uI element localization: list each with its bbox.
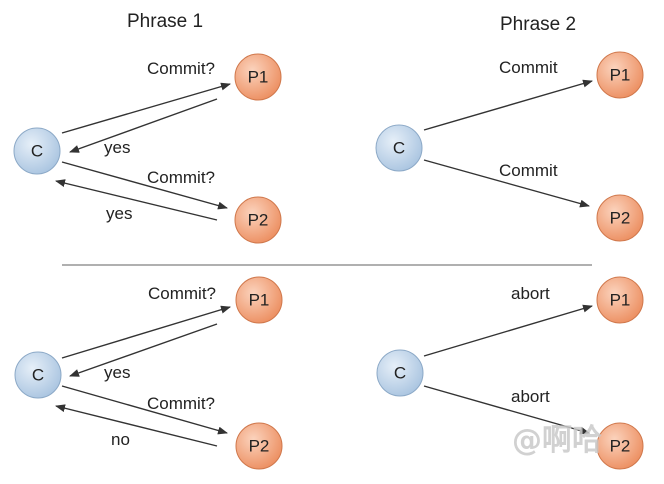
coordinator-node: C [375,124,423,172]
coordinator-label: C [31,142,43,161]
top-p2-reply-arrow [55,179,218,221]
top-p2-request-arrow [61,161,228,210]
top-p1-request-arrow [61,82,231,134]
top-p1-request-label: Commit? [147,59,215,78]
coordinator-label: C [394,364,406,383]
top-p1-decision-arrow [423,79,593,131]
participant2-node: P2 [596,422,644,470]
bottom-phase1: Commit? yes Commit? no C P1 P2 [14,276,283,470]
participant1-node: P1 [596,51,644,99]
participant2-label: P2 [249,437,270,456]
phase2-title: Phrase 2 [500,14,576,35]
top-p2-reply-label: yes [106,204,132,223]
participant2-node: P2 [235,422,283,470]
participant1-node: P1 [234,53,282,101]
bottom-p2-decision-arrow [423,385,590,435]
bottom-phase2: abort abort C P1 P2 [376,276,644,470]
participant2-label: P2 [248,211,269,230]
coordinator-node: C [13,127,61,175]
participant1-label: P1 [610,66,631,85]
bottom-p2-reply-arrow [55,404,218,447]
coordinator-node: C [376,349,424,397]
bottom-p2-reply-label: no [111,430,130,449]
top-phase1: Commit? yes Commit? yes C P1 P2 [13,53,282,244]
top-p1-reply-label: yes [104,138,130,157]
watermark: @啊哈 [512,423,602,458]
bottom-p1-request-arrow [61,305,231,359]
participant2-label: P2 [610,437,631,456]
bottom-p2-request-label: Commit? [147,394,215,413]
participant1-label: P1 [610,291,631,310]
bottom-p1-decision-arrow [423,304,593,357]
participant1-label: P1 [249,291,270,310]
bottom-p2-decision-label: abort [511,387,550,406]
participant2-node: P2 [596,194,644,242]
top-phase2: Commit Commit C P1 P2 [375,51,644,242]
top-p2-decision-arrow [423,159,590,208]
top-p2-request-label: Commit? [147,168,215,187]
participant2-label: P2 [610,209,631,228]
phase1-title: Phrase 1 [127,11,203,32]
top-p2-decision-label: Commit [499,161,558,180]
bottom-p1-decision-label: abort [511,284,550,303]
coordinator-node: C [14,351,62,399]
top-p1-decision-label: Commit [499,58,558,77]
bottom-p1-reply-label: yes [104,363,130,382]
bottom-p2-request-arrow [61,385,228,435]
coordinator-label: C [32,366,44,385]
coordinator-label: C [393,139,405,158]
top-p1-reply-arrow [69,98,218,153]
participant1-node: P1 [235,276,283,324]
bottom-p1-request-label: Commit? [148,284,216,303]
bottom-p1-reply-arrow [69,323,218,377]
participant2-node: P2 [234,196,282,244]
participant1-node: P1 [596,276,644,324]
participant1-label: P1 [248,68,269,87]
